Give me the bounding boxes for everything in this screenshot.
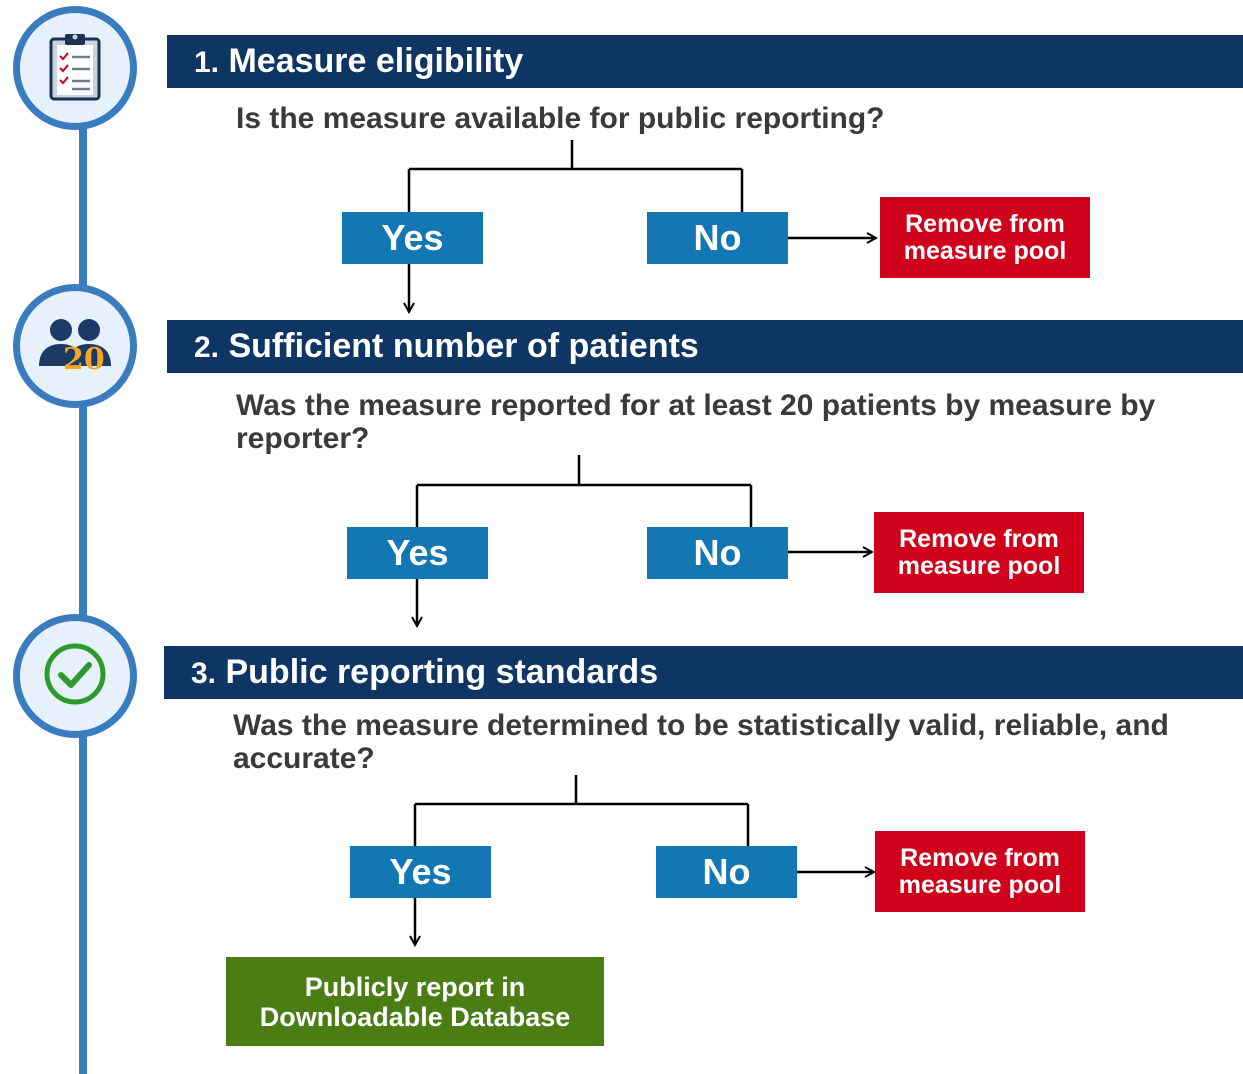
step1-icon-circle [13, 6, 137, 130]
step2-yes-box: Yes [347, 527, 488, 579]
step2-title: Sufficient number of patients [228, 327, 699, 365]
step2-remove-line2: measure pool [897, 551, 1061, 580]
patients-count-label: 20 [63, 342, 105, 377]
step3-question: Was the measure determined to be statist… [233, 709, 1169, 775]
step1-no-box: No [647, 212, 788, 264]
step2-question-line1: Was the measure reported for at least 20… [236, 389, 1156, 422]
clipboard-checklist-icon [45, 31, 105, 106]
step1-remove-box: Remove from measure pool [880, 197, 1090, 278]
step2-question: Was the measure reported for at least 20… [236, 389, 1155, 455]
step2-question-line2: reporter? [236, 422, 370, 455]
step1-banner: 1. Measure eligibility [167, 35, 1243, 88]
step2-banner: 2. Sufficient number of patients [167, 320, 1243, 373]
publish-line2: Downloadable Database [259, 1001, 571, 1032]
step2-remove-line1: Remove from [899, 524, 1059, 553]
step3-remove-box: Remove from measure pool [875, 831, 1085, 912]
step1-branch-lines [407, 140, 744, 212]
step3-icon-circle [13, 614, 137, 738]
timeline-line [79, 120, 87, 1074]
step3-banner: 3. Public reporting standards [164, 646, 1243, 699]
step1-remove-line2: measure pool [903, 236, 1067, 265]
step3-remove-line1: Remove from [900, 843, 1060, 872]
step3-question-line2: accurate? [233, 742, 375, 775]
step3-number: 3. [191, 657, 217, 690]
step2-remove-box: Remove from measure pool [874, 512, 1084, 593]
step2-number: 2. [194, 331, 220, 364]
step3-yes-box: Yes [350, 846, 491, 898]
step3-question-line1: Was the measure determined to be statist… [233, 709, 1169, 742]
step3-no-box: No [656, 846, 797, 898]
step3-branch-lines [413, 775, 750, 846]
patients-group-icon: 20 [33, 314, 117, 378]
step2-icon-circle: 20 [13, 284, 137, 408]
step1-yes-box: Yes [342, 212, 483, 264]
step1-question: Is the measure available for public repo… [236, 102, 885, 135]
checkmark-circle-icon [42, 641, 108, 712]
step1-number: 1. [194, 46, 220, 79]
step1-title: Measure eligibility [228, 42, 524, 80]
step2-branch-lines [415, 455, 753, 527]
publish-outcome-box: Publicly report in Downloadable Database [226, 957, 604, 1046]
step3-remove-line2: measure pool [898, 870, 1062, 899]
publish-line1: Publicly report in [304, 971, 526, 1002]
step1-remove-line1: Remove from [905, 209, 1065, 238]
step2-no-box: No [647, 527, 788, 579]
step3-title: Public reporting standards [225, 653, 659, 691]
